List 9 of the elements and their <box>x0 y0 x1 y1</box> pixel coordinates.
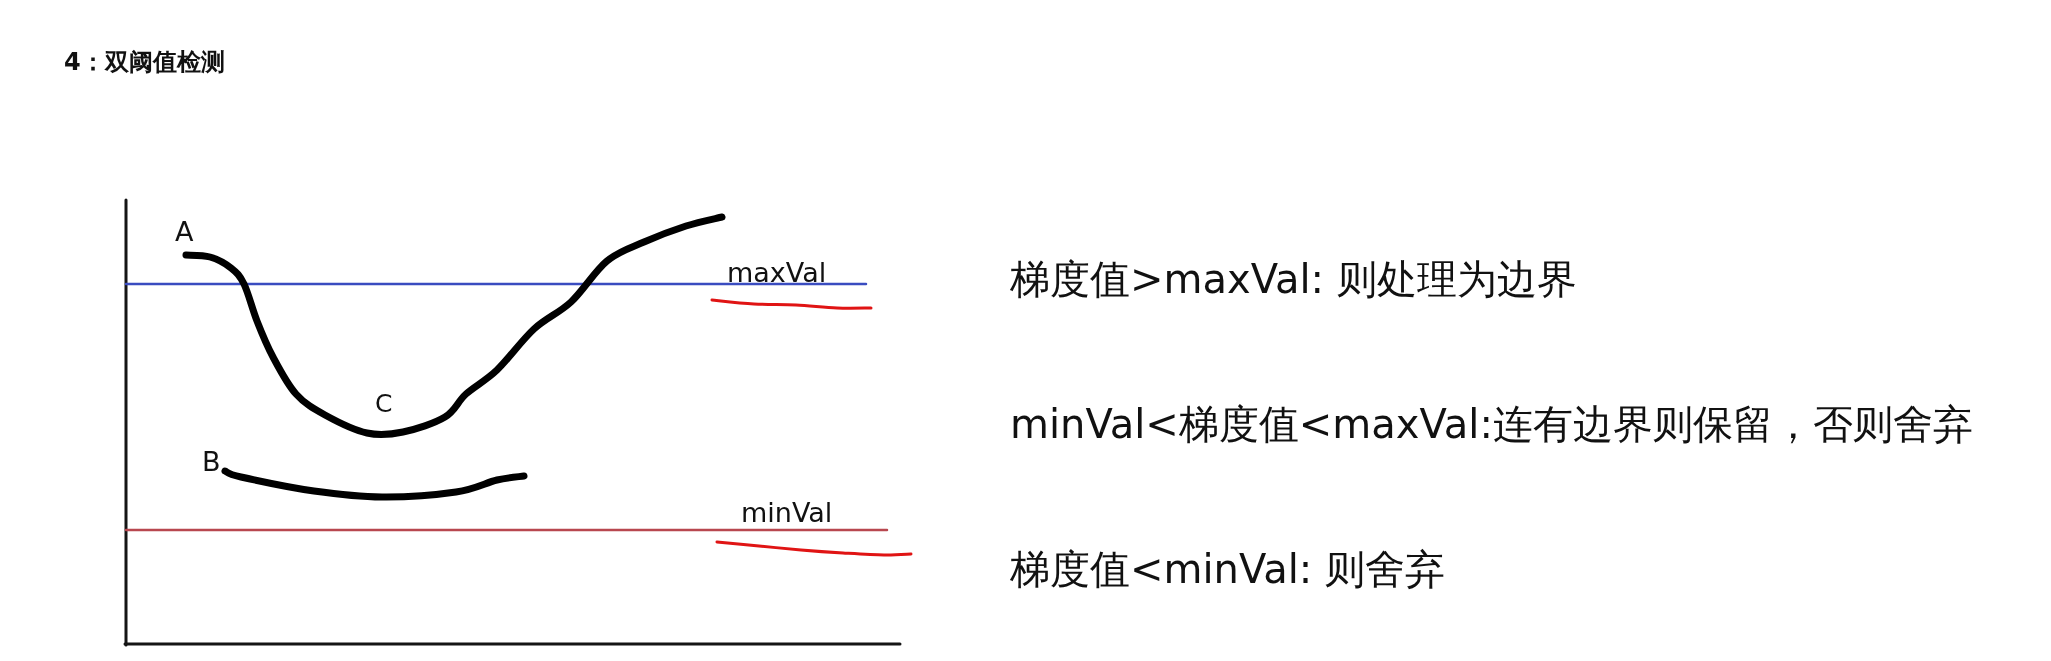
title: 4：双阈值检测 <box>64 50 225 74</box>
point-label: A <box>175 218 194 245</box>
rule-text: minVal<梯度值<maxVal:连有边界则保留，否则舍弃 <box>1010 404 1973 444</box>
rule-text: 梯度值<minVal: 则舍弃 <box>1010 549 1446 589</box>
line-label: minVal <box>741 499 833 526</box>
line-label: maxVal <box>727 259 827 286</box>
rule-text: 梯度值>maxVal: 则处理为边界 <box>1010 259 1577 299</box>
point-label: B <box>202 448 221 475</box>
point-label: C <box>375 391 393 416</box>
